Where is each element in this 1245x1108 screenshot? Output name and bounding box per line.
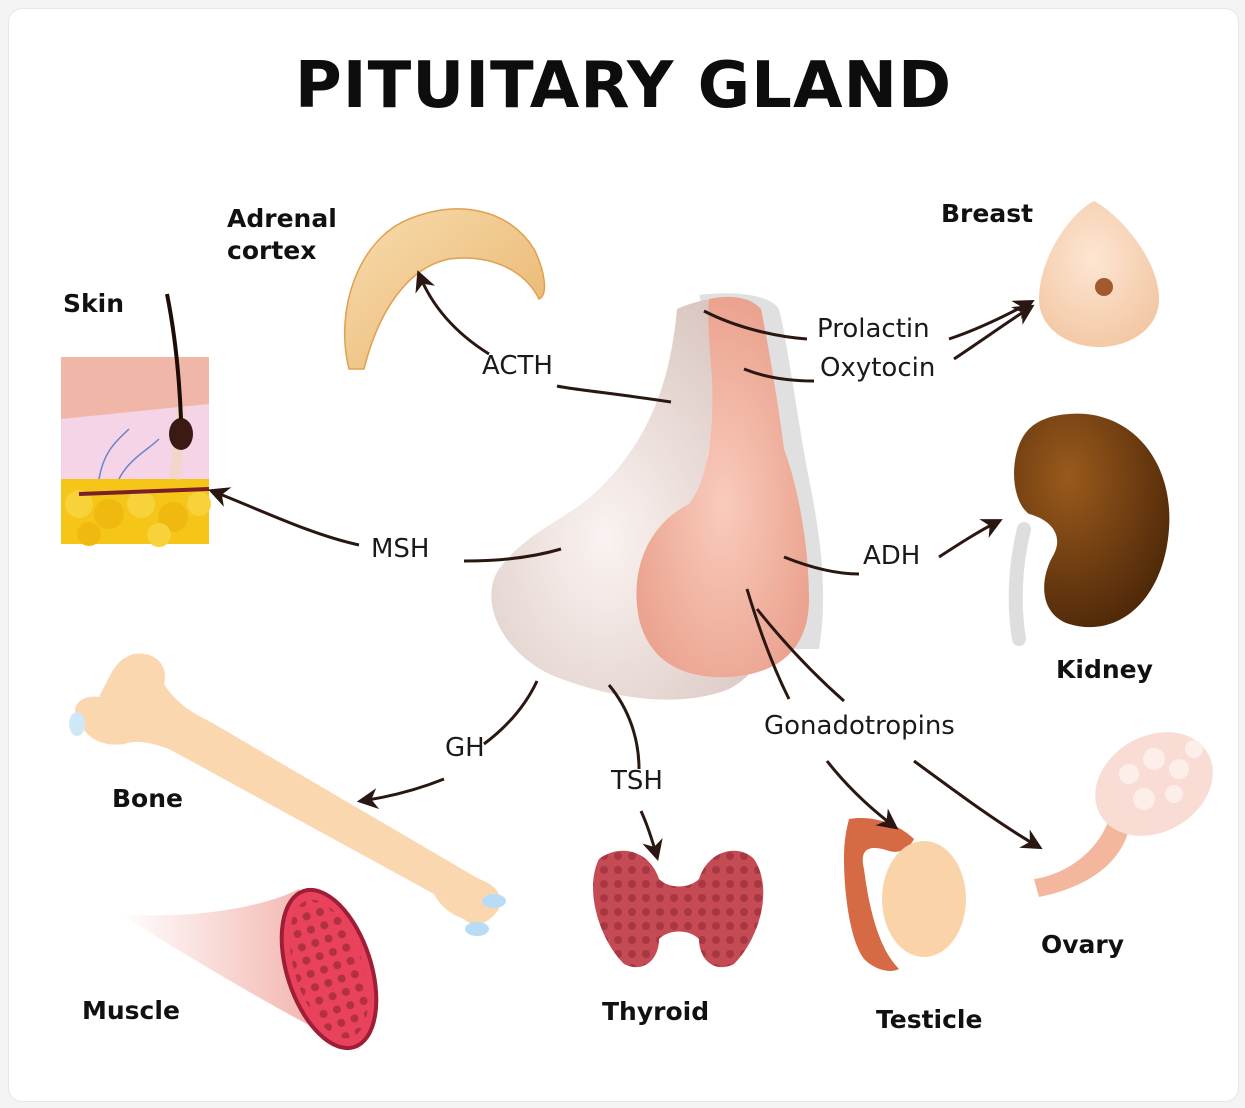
hormone-label-adh: ADH [863,542,920,571]
organ-label-thyroid: Thyroid [602,998,709,1026]
hormone-label-gh: GH [445,734,485,763]
muscle-illustration [119,878,394,1060]
ovary-illustration [1034,711,1232,897]
tsh-arrow [641,811,657,857]
organ-label-adrenal-cortex-line1: Adrenal [227,205,337,233]
gonadotropins-testicle-arrow [827,761,895,827]
acth-arrow [419,274,671,402]
diagram-frame: PITUITARY GLAND Prolactin Oxytocin ACTH … [8,8,1239,1102]
page-title: PITUITARY GLAND [9,49,1238,123]
hormone-label-acth: ACTH [482,352,553,381]
kidney-illustration [1014,414,1169,639]
organ-label-bone: Bone [112,785,183,813]
organ-label-testicle: Testicle [876,1006,982,1034]
organ-label-adrenal-cortex-line2: cortex [227,237,316,265]
organ-label-muscle: Muscle [82,997,180,1025]
gh-arrow [361,779,444,801]
msh-arrow [212,491,359,545]
hormone-label-prolactin: Prolactin [817,315,930,344]
gh-line [484,681,537,744]
breast-illustration [1039,201,1159,347]
testicle-illustration [844,818,966,971]
tsh-line [609,685,639,769]
hormone-label-tsh: TSH [611,767,663,796]
organ-label-breast: Breast [941,200,1033,228]
gonadotropins-ovary-arrow [914,761,1039,847]
organ-label-kidney: Kidney [1056,656,1153,684]
adrenal-cortex-illustration [345,209,545,369]
adh-arrow [939,521,999,557]
skin-illustration [61,294,211,547]
hormone-label-oxytocin: Oxytocin [820,354,935,383]
hormone-label-gonadotropins: Gonadotropins [764,712,955,741]
organ-label-ovary: Ovary [1041,931,1124,959]
thyroid-illustration [593,851,763,967]
organ-label-skin: Skin [63,290,124,318]
hormone-label-msh: MSH [371,535,430,564]
